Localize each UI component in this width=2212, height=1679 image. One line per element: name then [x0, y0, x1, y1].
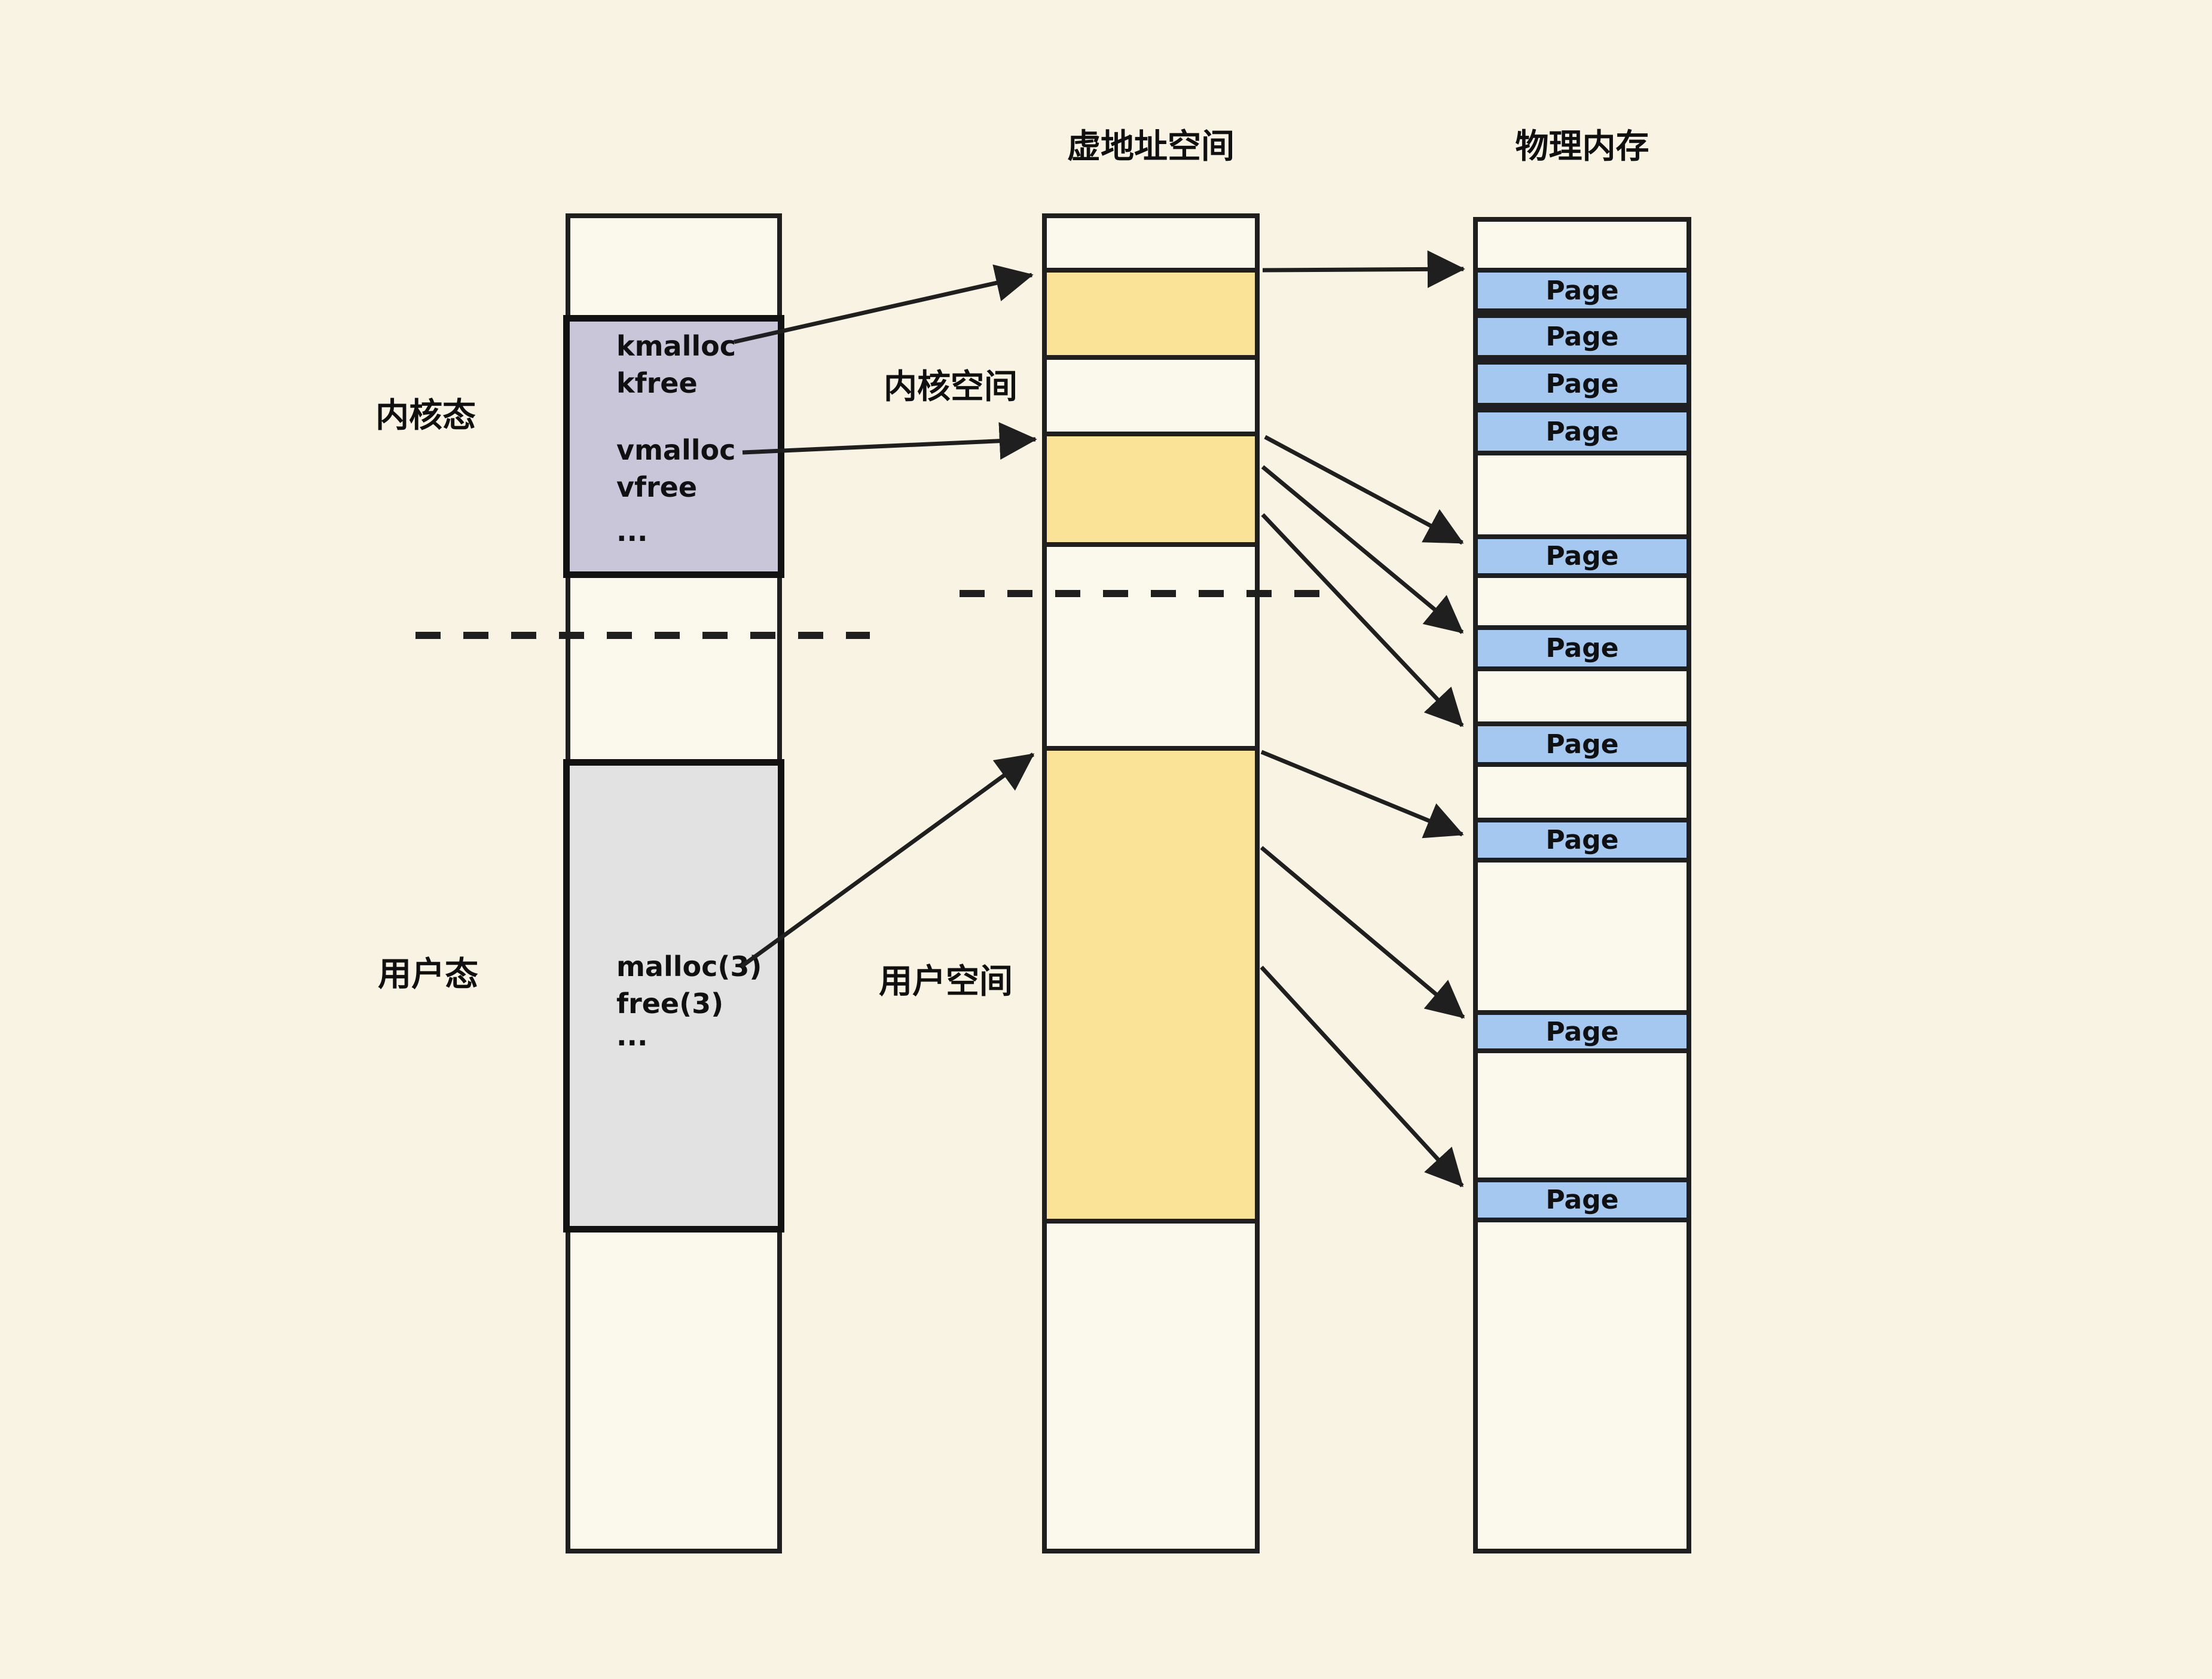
kernel-api-vmalloc: vmalloc [616, 434, 736, 466]
arrow-kernel-block2-to-page-5 [1264, 435, 1464, 545]
user-space-allocated-block [1042, 746, 1260, 1224]
arrow-kernel-block1-to-page-1 [1262, 250, 1465, 288]
arrow-user-block-to-page-10 [1260, 965, 1464, 1188]
page-label: Page [1545, 825, 1619, 855]
page-box: Page [1473, 1010, 1691, 1053]
arrow-malloc-to-user-block [740, 753, 1035, 968]
user-api-malloc: malloc(3) [616, 950, 762, 983]
kernel-space-allocated-block-1 [1042, 268, 1260, 360]
user-space-label: 用户空间 [879, 962, 1013, 1001]
page-label: Page [1545, 633, 1619, 663]
kernel-user-boundary-dashed-line-left [415, 632, 870, 639]
kernel-space-label: 内核空间 [884, 368, 1018, 406]
physical-memory-title: 物理内存 [1515, 127, 1649, 166]
page-box: Page [1473, 818, 1691, 863]
page-box: Page [1473, 1178, 1691, 1222]
kernel-api-vfree: vfree [616, 471, 698, 503]
page-label: Page [1545, 1016, 1619, 1047]
page-label: Page [1545, 368, 1619, 399]
page-label: Page [1545, 275, 1619, 306]
kernel-mode-label: 内核态 [375, 396, 476, 435]
page-box: Page [1473, 721, 1691, 767]
kernel-space-allocated-block-2 [1042, 432, 1260, 547]
page-label: Page [1545, 416, 1619, 447]
page-box: Page [1473, 534, 1691, 578]
arrow-user-block-to-page-9 [1260, 846, 1465, 1019]
virtual-address-space-title: 虚地址空间 [1067, 127, 1235, 166]
arrow-kernel-block2-to-page-7 [1261, 513, 1464, 727]
page-box: Page [1473, 313, 1691, 360]
kernel-user-boundary-dashed-line-middle [960, 590, 1321, 597]
page-box: Page [1473, 408, 1691, 455]
arrow-kernel-block2-to-page-6 [1261, 465, 1464, 634]
kernel-api-ellipsis: ... [616, 515, 648, 548]
page-box: Page [1473, 268, 1691, 313]
page-label: Page [1545, 541, 1619, 571]
page-label: Page [1545, 1185, 1619, 1215]
arrow-vmalloc-to-kernel-block-2 [742, 422, 1037, 460]
page-box: Page [1473, 360, 1691, 408]
user-api-free: free(3) [616, 987, 724, 1020]
arrow-user-block-to-page-8 [1260, 750, 1464, 839]
user-api-ellipsis: ... [616, 1020, 648, 1052]
page-label: Page [1545, 729, 1619, 760]
page-label: Page [1545, 321, 1619, 352]
kernel-api-kfree: kfree [616, 367, 698, 399]
kernel-api-kmalloc: kmalloc [616, 330, 736, 362]
page-box: Page [1473, 625, 1691, 671]
user-mode-label: 用户态 [378, 955, 478, 994]
